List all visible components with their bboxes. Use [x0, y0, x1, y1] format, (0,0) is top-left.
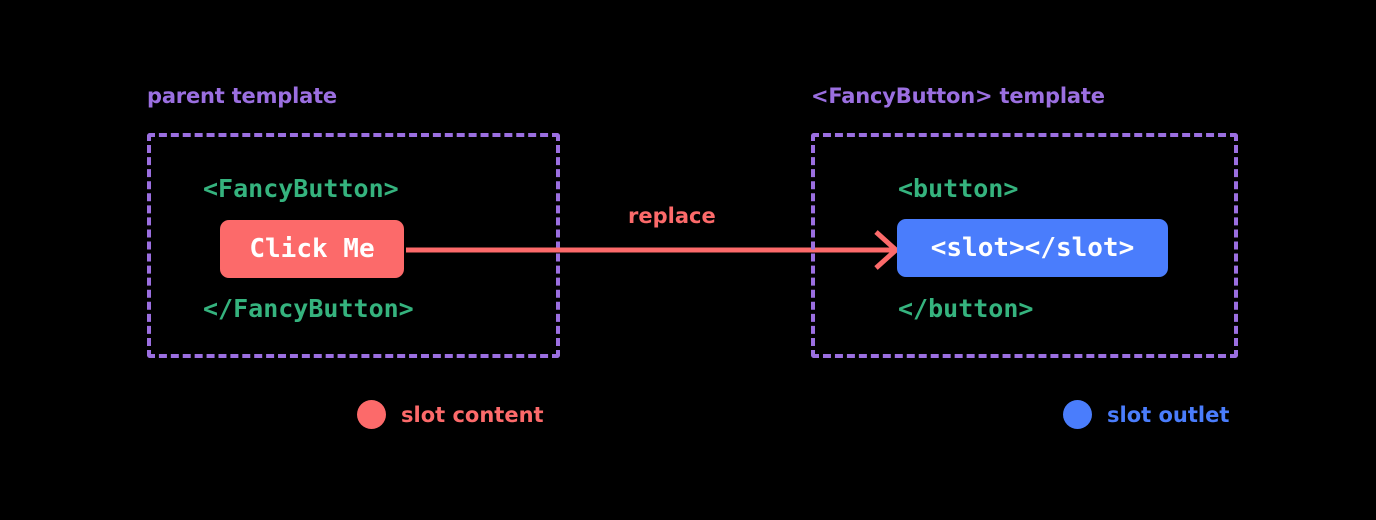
fancybutton-template-box: [811, 133, 1238, 358]
slot-outlet-chip: <slot></slot>: [897, 219, 1168, 277]
slot-content-chip: Click Me: [220, 220, 404, 278]
circle-icon-slot-outlet: [1063, 400, 1092, 429]
parent-template-caption: parent template: [147, 84, 337, 108]
parent-close-tag: </FancyButton>: [203, 294, 414, 323]
legend-label-slot-content: slot content: [401, 402, 544, 427]
parent-open-tag: <FancyButton>: [203, 174, 399, 203]
fancybutton-template-caption: <FancyButton> template: [811, 84, 1105, 108]
parent-template-box: [147, 133, 560, 358]
circle-icon-slot-content: [357, 400, 386, 429]
legend-item-slot-outlet: slot outlet: [1063, 400, 1229, 429]
legend-item-slot-content: slot content: [357, 400, 544, 429]
arrow-label-replace: replace: [628, 204, 716, 228]
fancybutton-open-tag: <button>: [898, 174, 1019, 203]
fancybutton-close-tag: </button>: [898, 294, 1034, 323]
legend-label-slot-outlet: slot outlet: [1107, 402, 1230, 427]
